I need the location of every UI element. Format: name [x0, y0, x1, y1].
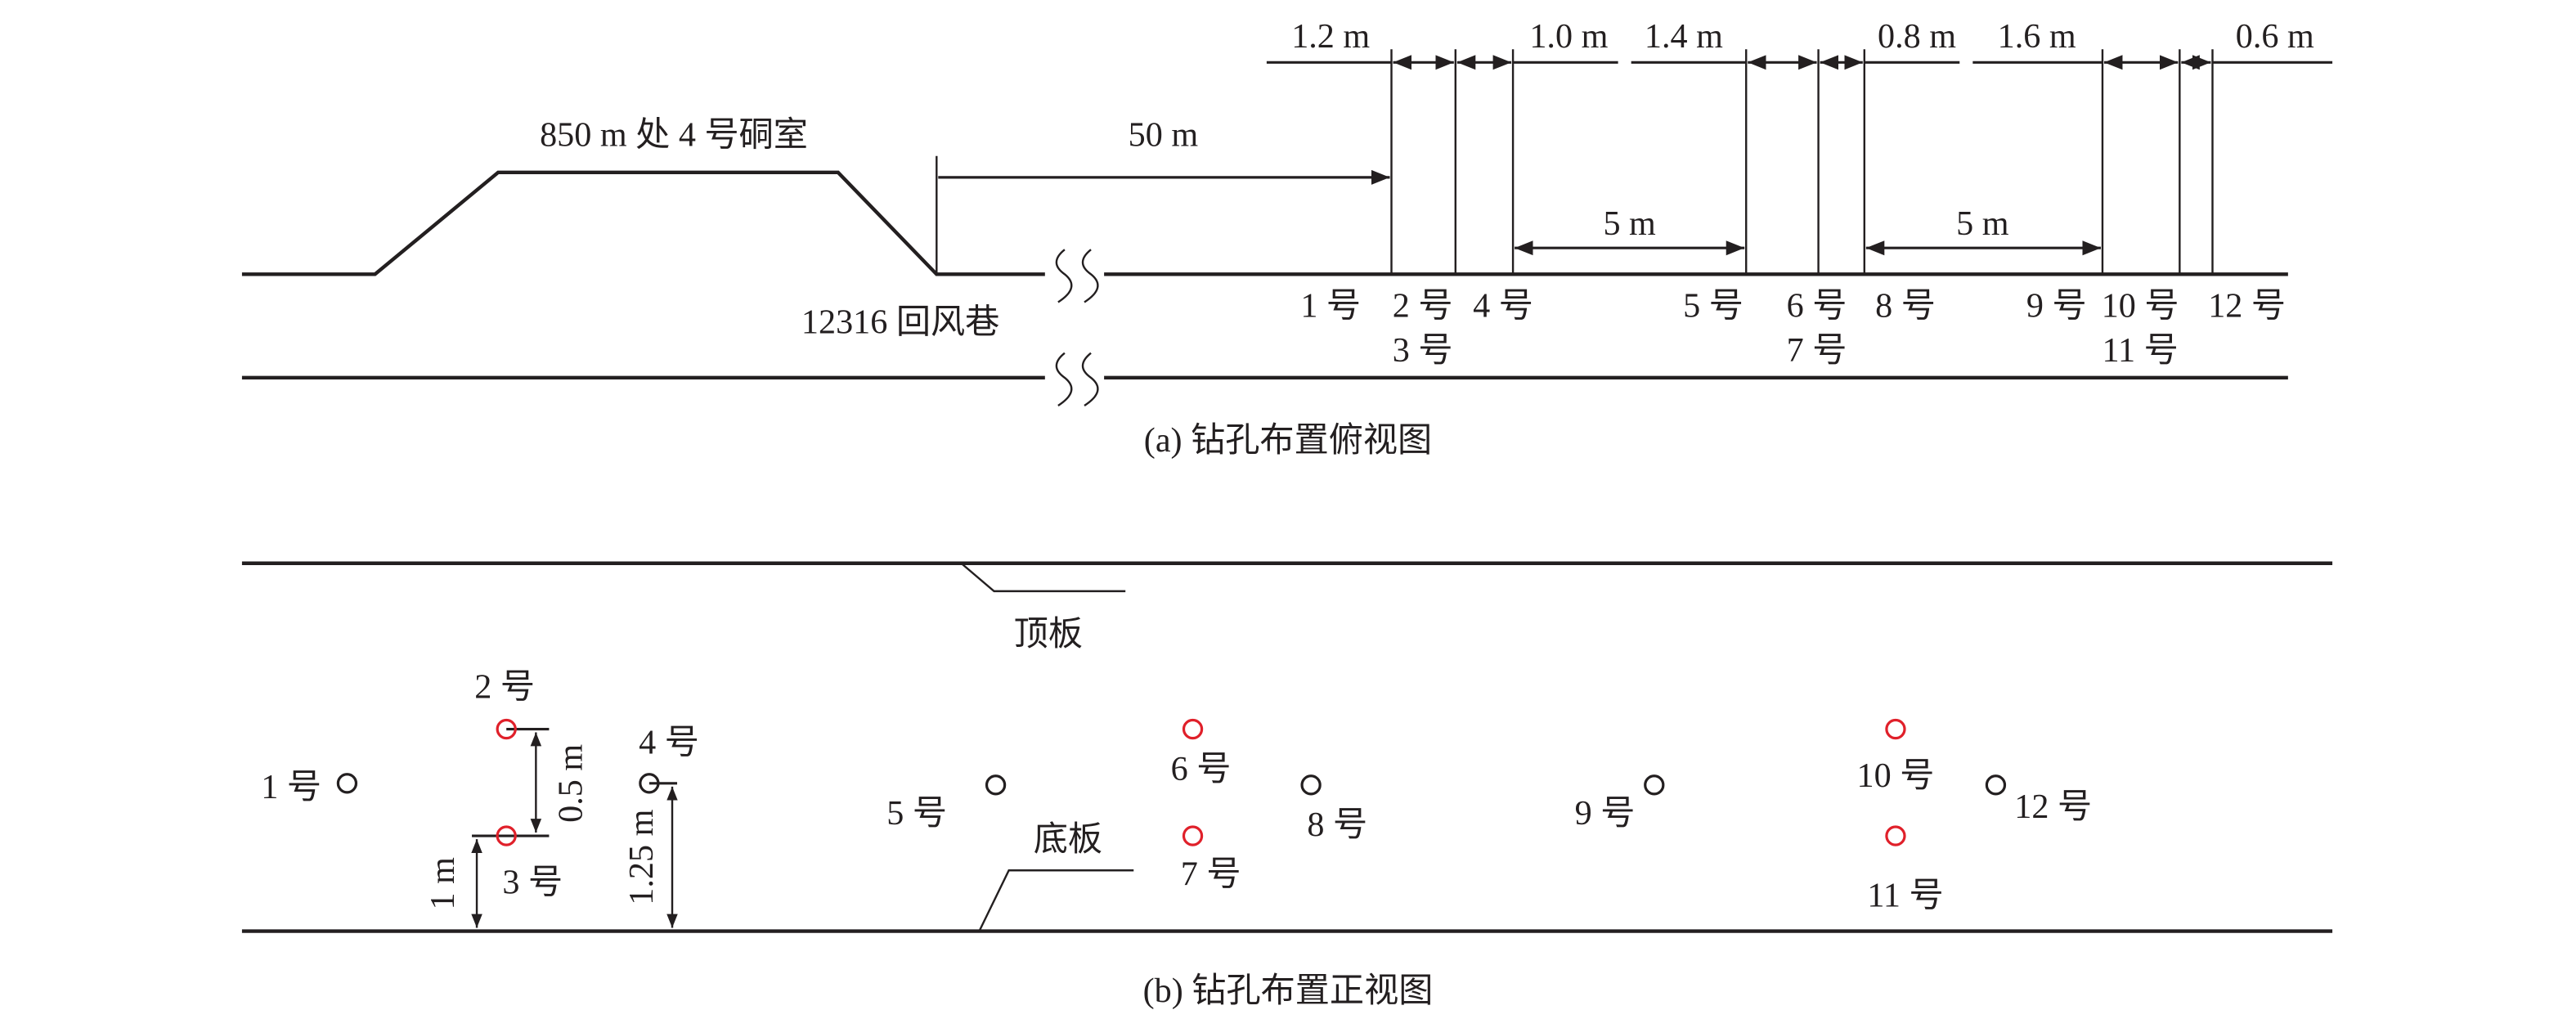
borehole-marker — [496, 825, 517, 846]
hole-label: 1 号 — [1300, 287, 1361, 325]
roof-label: 顶板 — [1014, 615, 1083, 653]
roadway-label: 12316 回风巷 — [801, 303, 999, 342]
hole-label: 9 号 — [2026, 287, 2087, 325]
span-5m-label: 5 m — [1956, 204, 2009, 243]
hole-position-lines — [936, 49, 2214, 275]
spacing-label: 1.0 m — [1529, 17, 1608, 56]
hole-label: 11 号 — [1867, 876, 1943, 914]
hole-label: 11 号 — [2102, 331, 2178, 370]
floor-pointer — [978, 869, 1134, 932]
roof-pointer — [960, 562, 1126, 593]
hole-label: 5 号 — [886, 794, 947, 833]
spacing-dimension-line — [938, 55, 2333, 256]
hole-label: 10 号 — [2102, 287, 2179, 325]
dim-0-5m-label: 0.5 m — [552, 744, 590, 823]
borehole-marker — [496, 718, 517, 740]
front-view-caption: (b) 钻孔布置正视图 — [1143, 972, 1434, 1010]
hole-label: 10 号 — [1857, 756, 1935, 795]
hole-label: 9 号 — [1575, 794, 1636, 833]
spacing-label: 1.2 m — [1291, 17, 1370, 56]
spacing-label: 0.6 m — [2236, 17, 2314, 56]
borehole-marker — [985, 774, 1007, 796]
hole-label: 3 号 — [1393, 331, 1453, 370]
hole-label: 6 号 — [1787, 287, 1847, 325]
hole-label: 7 号 — [1787, 331, 1847, 370]
hole-label: 8 号 — [1307, 806, 1367, 844]
dim-1-25m-label: 1.25 m — [622, 809, 661, 905]
span-5m-label: 5 m — [1603, 204, 1656, 243]
borehole-marker — [1885, 825, 1906, 846]
hole-label: 12 号 — [2014, 788, 2092, 826]
chamber-label: 850 m 处 4 号硐室 — [540, 116, 808, 155]
hole-label: 1 号 — [261, 768, 321, 806]
hole-label: 4 号 — [1473, 287, 1533, 325]
borehole-marker — [1644, 774, 1665, 796]
borehole-marker — [1300, 774, 1322, 796]
borehole-marker — [336, 773, 358, 794]
dim-1m-label: 1 m — [424, 857, 462, 910]
roadway-upper-wall — [241, 170, 1045, 276]
hole-label: 4 号 — [639, 724, 699, 762]
borehole-marker — [1182, 825, 1204, 846]
floor-label: 底板 — [1034, 820, 1102, 859]
distance-50m-label: 50 m — [1129, 116, 1199, 155]
borehole-marker — [1182, 718, 1204, 740]
top-hole-labels: 1 号 2 号 4 号 5 号 6 号 8 号 9 号 10 号 12 号 3 … — [1300, 287, 2286, 370]
hole-label: 7 号 — [1181, 855, 1241, 893]
hole-label: 6 号 — [1171, 750, 1232, 788]
hole-label: 2 号 — [1393, 287, 1453, 325]
hole-label: 2 号 — [474, 667, 535, 706]
spacing-label: 1.6 m — [1998, 17, 2076, 56]
borehole-marker — [1985, 774, 2007, 796]
front-dimensions — [471, 727, 678, 928]
hole-label: 12 号 — [2208, 287, 2286, 325]
spacing-label: 0.8 m — [1878, 17, 1956, 56]
front-view: 顶板 底板 0.5 m 1 m 1.25 m 1 号 2 号 3 号 4 号 5 号 6 … — [241, 561, 2333, 1010]
borehole-marker — [639, 773, 660, 794]
borehole-marker — [1885, 718, 1906, 740]
hole-label: 3 号 — [502, 863, 563, 901]
spacing-label: 1.4 m — [1645, 17, 1723, 56]
break-symbol-icon — [1055, 249, 1099, 406]
top-view: 1.2 m 1.0 m 1.4 m 0.8 m 1.6 m 0.6 m 850 … — [241, 17, 2333, 460]
hole-label: 5 号 — [1683, 287, 1744, 325]
hole-label: 8 号 — [1875, 287, 1936, 325]
front-holes: 1 号 2 号 3 号 4 号 5 号 6 号 7 号 8 号 9 号 10 号 11 号 12 号 — [261, 667, 2092, 914]
top-view-caption: (a) 钻孔布置俯视图 — [1144, 421, 1432, 460]
